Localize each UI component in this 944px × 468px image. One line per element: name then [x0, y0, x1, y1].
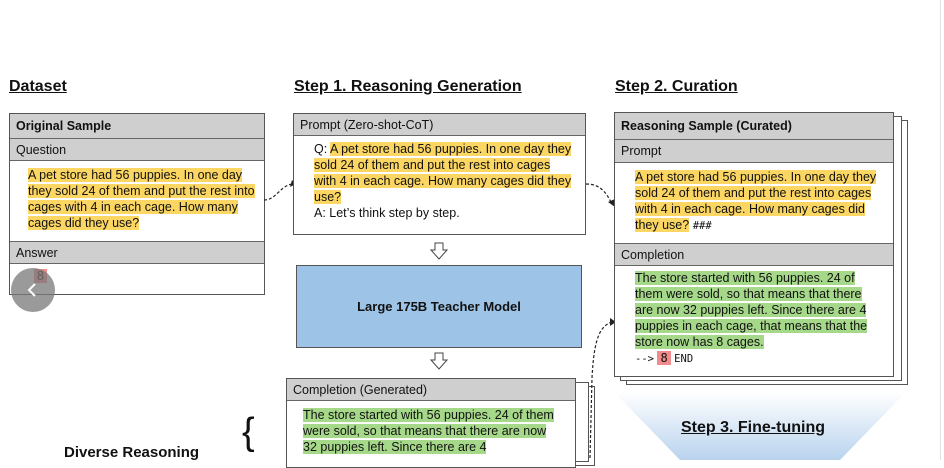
previous-slide-button[interactable]	[11, 268, 55, 312]
generated-completion-body: The store started with 56 puppies. 24 of…	[287, 401, 575, 455]
brace-icon: {	[242, 411, 255, 453]
prompt-zero-shot-header: Prompt (Zero-shot-CoT)	[294, 114, 585, 136]
curated-completion-text: The store started with 56 puppies. 24 of…	[635, 271, 868, 349]
think-step-line: A: Let’s think step by step.	[314, 206, 460, 220]
curated-sample-box: Reasoning Sample (Curated) Prompt A pet …	[614, 112, 894, 377]
question-text: A pet store had 56 puppies. In one day t…	[28, 168, 255, 230]
step2-heading: Step 2. Curation	[615, 78, 738, 95]
curated-completion-area: The store started with 56 puppies. 24 of…	[615, 266, 893, 367]
original-sample-box: Original Sample Question A pet store had…	[9, 113, 265, 295]
curated-sample-header: Reasoning Sample (Curated)	[615, 113, 893, 140]
question-text-area: A pet store had 56 puppies. In one day t…	[10, 161, 264, 241]
right-edge-divider	[940, 0, 941, 460]
step3-heading: Step 3. Fine-tuning	[681, 419, 825, 436]
curated-completion-label: Completion	[615, 243, 893, 266]
down-arrow-icon	[430, 242, 448, 260]
q-prefix: Q:	[314, 142, 330, 156]
generated-completion-text: The store started with 56 puppies. 24 of…	[303, 408, 554, 454]
generated-completion-box: Completion (Generated) The store started…	[286, 378, 576, 468]
prompt-question-text: A pet store had 56 puppies. In one day t…	[314, 142, 572, 204]
curated-prompt-text: A pet store had 56 puppies. In one day t…	[635, 170, 877, 232]
step1-heading: Step 1. Reasoning Generation	[294, 78, 522, 95]
chevron-left-icon	[27, 283, 36, 297]
zero-shot-prompt-box: Prompt (Zero-shot-CoT) Q: A pet store ha…	[293, 113, 586, 235]
question-label: Question	[10, 139, 264, 161]
down-arrow-icon	[430, 352, 448, 370]
end-token: END	[674, 353, 694, 365]
prompt-separator: ###	[692, 220, 712, 232]
answer-label: Answer	[10, 241, 264, 264]
curated-prompt-label: Prompt	[615, 140, 893, 163]
diverse-reasoning-label: Diverse Reasoning	[64, 444, 200, 461]
completion-to-curation-arrow	[589, 318, 616, 459]
completion-generated-header: Completion (Generated)	[287, 379, 575, 401]
prompt-to-curation-arrow	[585, 183, 615, 207]
teacher-model-block: Large 175B Teacher Model	[296, 265, 582, 348]
original-sample-header: Original Sample	[10, 114, 264, 139]
fine-tuning-funnel	[614, 392, 906, 460]
arrow-token: -->	[635, 353, 654, 365]
curated-prompt-area: A pet store had 56 puppies. In one day t…	[615, 163, 893, 243]
prompt-body: Q: A pet store had 56 puppies. In one da…	[294, 136, 585, 225]
curated-answer-value: 8	[657, 351, 671, 365]
dataset-heading: Dataset	[9, 78, 67, 95]
